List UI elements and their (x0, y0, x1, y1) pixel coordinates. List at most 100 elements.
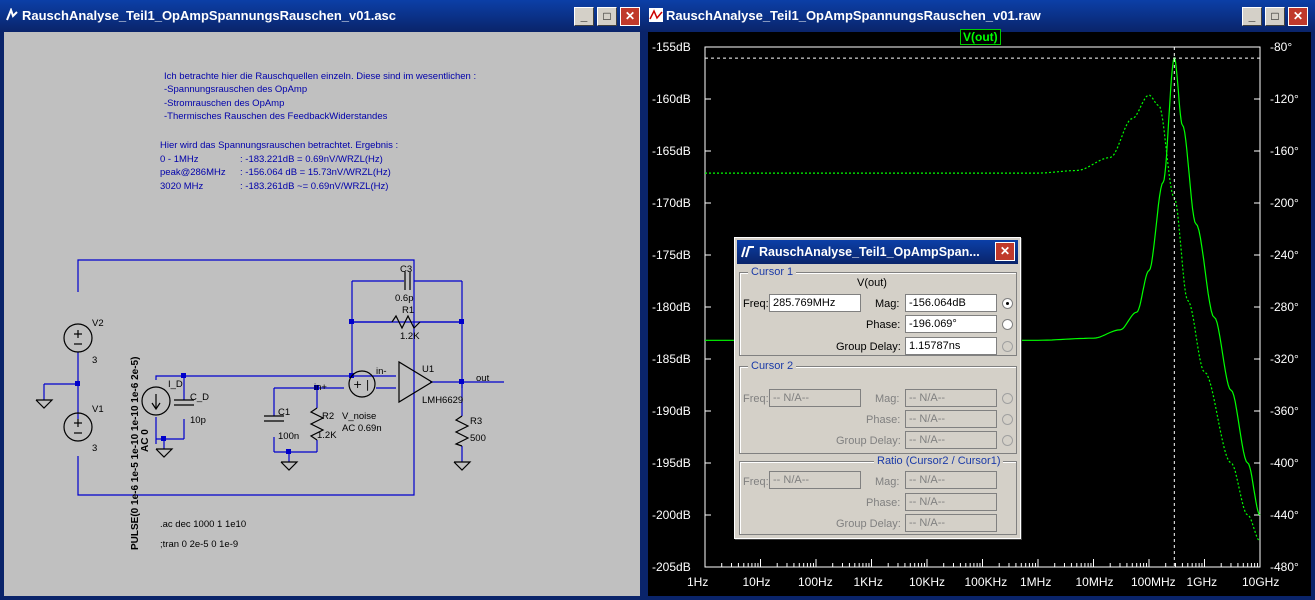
ratio-label: Ratio (Cursor2 / Cursor1) (874, 455, 1004, 467)
label-r2: R2 (322, 411, 335, 422)
label-v1-value: 3 (92, 443, 98, 454)
x-tick-label: 1KHz (853, 575, 883, 589)
cursor2-phase-field[interactable]: -- N/A-- (905, 410, 997, 428)
label-in-minus: in- (376, 366, 387, 377)
close-button[interactable]: ✕ (620, 7, 640, 26)
y-right-tick-label: -440° (1270, 508, 1299, 522)
y-left-tick-label: -165dB (652, 144, 691, 158)
label-vnoise: V_noise (342, 411, 377, 422)
label-u1: U1 (422, 364, 435, 375)
cursor1-gd-label: Group Delay: (836, 341, 901, 353)
label-v2-value: 3 (92, 355, 98, 366)
cursor1-trace-name: V(out) (857, 277, 887, 289)
schematic-canvas[interactable]: Ich betrachte hier die Rauschquellen ein… (4, 32, 640, 596)
cursor2-gd-radio[interactable] (1002, 435, 1013, 446)
trace-label[interactable]: V(out) (960, 29, 1001, 45)
plot-title: RauschAnalyse_Teil1_OpAmpSpannungsRausch… (666, 8, 1041, 23)
y-left-tick-label: -195dB (652, 456, 691, 470)
plot-titlebar[interactable]: RauschAnalyse_Teil1_OpAmpSpannungsRausch… (644, 0, 1315, 32)
cursor2-phase-label: Phase: (866, 414, 901, 426)
cursor2-mag-radio[interactable] (1002, 393, 1013, 404)
cursor2-mag-label: Mag: (875, 393, 900, 405)
mag-radio[interactable] (1002, 298, 1013, 309)
note-line: -Stromrauschen des OpAmp (164, 98, 285, 109)
cursor2-freq-field[interactable]: -- N/A-- (769, 389, 861, 407)
x-tick-label: 100Hz (798, 575, 833, 589)
label-c-d-value: 10p (190, 415, 206, 426)
directive-tran: ;tran 0 2e-5 0 1e-9 (160, 539, 239, 550)
x-tick-label: 100MHz (1131, 575, 1176, 589)
svg-text:+ |: + | (353, 378, 369, 391)
cursor2-phase-radio[interactable] (1002, 414, 1013, 425)
x-tick-label: 1GHz (1186, 575, 1218, 589)
y-right-tick-label: -80° (1270, 40, 1293, 54)
x-tick-label: 10Hz (742, 575, 771, 589)
maximize-button[interactable]: □ (597, 7, 617, 26)
cursor1-phase-field[interactable]: -196.069° (905, 315, 997, 333)
group-delay-radio[interactable] (1002, 341, 1013, 352)
label-c3: C3 (400, 264, 413, 275)
label-r3: R3 (470, 416, 483, 427)
cursor2-gd-field[interactable]: -- N/A-- (905, 431, 997, 449)
label-c1-value: 100n (278, 431, 300, 442)
minimize-button[interactable]: _ (574, 7, 594, 26)
note-line: 0 - 1MHz (160, 154, 199, 165)
cursor-dialog-title: RauschAnalyse_Teil1_OpAmpSpan... (759, 245, 980, 259)
ratio-mag-label: Mag: (875, 476, 900, 488)
y-right-tick-label: -240° (1270, 248, 1299, 262)
y-left-tick-label: -155dB (652, 40, 691, 54)
label-c-d: C_D (190, 392, 210, 403)
note-line: peak@286MHz (160, 167, 226, 178)
cursor-dialog: RauschAnalyse_Teil1_OpAmpSpan... ✕ Curso… (734, 237, 1021, 539)
y-right-tick-label: -480° (1270, 560, 1299, 574)
schematic-window: RauschAnalyse_Teil1_OpAmpSpannungsRausch… (0, 0, 644, 600)
cursor2-gd-label: Group Delay: (836, 435, 901, 447)
cursor1-freq-label: Freq: (743, 298, 769, 310)
cursor1-group: Cursor 1 (739, 266, 1017, 356)
label-r3-value: 500 (470, 433, 486, 444)
ratio-phase-label: Phase: (866, 497, 901, 509)
note-line: : -183.261dB ~= 0.69nV/WRZL(Hz) (240, 181, 389, 192)
maximize-button[interactable]: □ (1265, 7, 1285, 26)
ltspice-schematic-icon (6, 8, 18, 21)
cursor1-freq-field[interactable]: 285.769MHz (769, 294, 861, 312)
note-line: Ich betrachte hier die Rauschquellen ein… (164, 71, 477, 82)
ratio-gd-field[interactable]: -- N/A-- (905, 514, 997, 532)
minimize-button[interactable]: _ (1242, 7, 1262, 26)
y-right-tick-label: -200° (1270, 196, 1299, 210)
y-left-tick-label: -170dB (652, 196, 691, 210)
note-line: -Spannungsrauschen des OpAmp (164, 84, 308, 95)
y-left-tick-label: -175dB (652, 248, 691, 262)
x-tick-label: 1MHz (1020, 575, 1052, 589)
ratio-phase-field[interactable]: -- N/A-- (905, 493, 997, 511)
close-button[interactable]: ✕ (995, 242, 1015, 261)
y-left-tick-label: -205dB (652, 560, 691, 574)
note-line: Hier wird das Spannungsrauschen betracht… (160, 140, 399, 151)
schematic-title: RauschAnalyse_Teil1_OpAmpSpannungsRausch… (22, 8, 397, 23)
y-right-tick-label: -280° (1270, 300, 1299, 314)
cursor1-gd-field[interactable]: 1.15787ns (905, 337, 997, 355)
close-button[interactable]: ✕ (1288, 7, 1308, 26)
ltspice-icon (741, 246, 754, 258)
x-tick-label: 10MHz (1075, 575, 1114, 589)
y-left-tick-label: -200dB (652, 508, 691, 522)
label-i-d: I_D (168, 379, 183, 390)
phase-radio[interactable] (1002, 319, 1013, 330)
label-pulse: PULSE(0 1e-6 1e-5 1e-10 1e-10 1e-6 2e-5) (130, 356, 141, 550)
y-left-tick-label: -190dB (652, 404, 691, 418)
y-right-tick-label: -120° (1270, 92, 1299, 106)
ratio-mag-field[interactable]: -- N/A-- (905, 471, 997, 489)
schematic-titlebar[interactable]: RauschAnalyse_Teil1_OpAmpSpannungsRausch… (0, 0, 644, 32)
cursor1-label: Cursor 1 (748, 266, 797, 278)
label-v2: V2 (92, 318, 104, 329)
cursor1-mag-label: Mag: (875, 298, 900, 310)
x-tick-label: 100KHz (964, 575, 1008, 589)
y-left-tick-label: -160dB (652, 92, 691, 106)
cursor1-mag-field[interactable]: -156.064dB (905, 294, 997, 312)
ratio-freq-field[interactable]: -- N/A-- (769, 471, 861, 489)
y-left-tick-label: -185dB (652, 352, 691, 366)
note-line: -Thermisches Rauschen des FeedbackWiders… (164, 111, 388, 122)
x-tick-label: 10KHz (909, 575, 946, 589)
cursor2-mag-field[interactable]: -- N/A-- (905, 389, 997, 407)
cursor-dialog-titlebar[interactable]: RauschAnalyse_Teil1_OpAmpSpan... ✕ (737, 240, 1018, 264)
